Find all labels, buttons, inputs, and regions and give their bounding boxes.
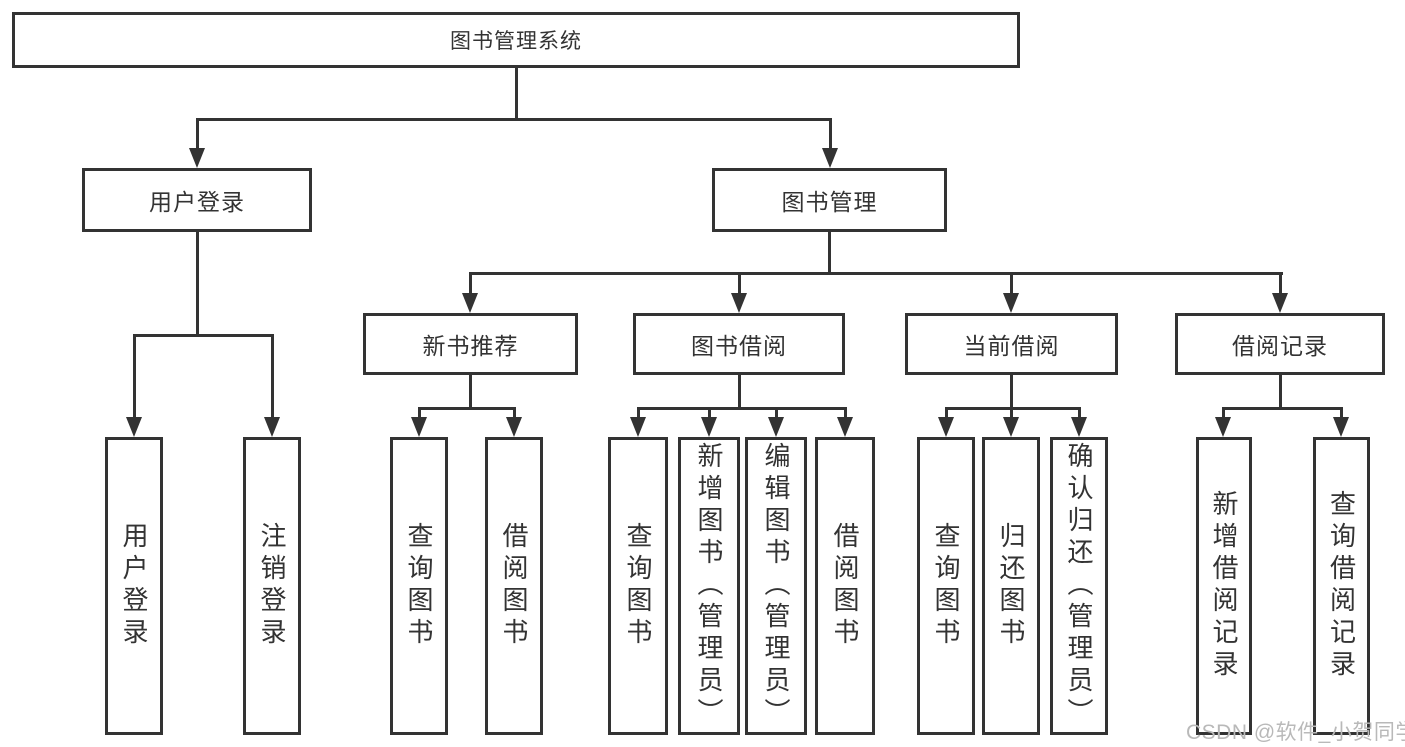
- leaf-rcd-query-borrow-record: 查询借阅记录: [1313, 437, 1370, 735]
- leaf-logout: 注销登录: [243, 437, 301, 735]
- node-book-borrow-label: 图书借阅: [691, 333, 787, 359]
- connector-line: [636, 407, 640, 421]
- arrow-down-icon: [701, 417, 717, 437]
- leaf-bor-query-books-label: 查询图书: [623, 522, 653, 650]
- node-user-login: 用户登录: [82, 168, 312, 232]
- leaf-logout-label: 注销登录: [257, 522, 287, 650]
- leaf-bor-edit-books-admin: 编辑图书（管理员）: [745, 437, 807, 735]
- leaf-user-login: 用户登录: [105, 437, 163, 735]
- arrow-down-icon: [630, 417, 646, 437]
- leaf-bor-borrow-books-label: 借阅图书: [830, 522, 860, 650]
- arrow-down-icon: [462, 293, 478, 313]
- connector-line: [270, 334, 274, 420]
- leaf-bor-add-books-admin: 新增图书（管理员）: [678, 437, 740, 735]
- arrow-down-icon: [1071, 417, 1087, 437]
- connector-line: [843, 407, 847, 421]
- connector-line: [132, 334, 274, 337]
- node-root-label: 图书管理系统: [450, 30, 582, 53]
- arrow-down-icon: [938, 417, 954, 437]
- connector-line: [1278, 375, 1282, 410]
- node-book-manage-label: 图书管理: [781, 189, 878, 215]
- connector-line: [737, 375, 741, 410]
- leaf-rec-borrow-books: 借阅图书: [485, 437, 543, 735]
- node-new-book-rec: 新书推荐: [363, 313, 578, 375]
- arrow-down-icon: [837, 417, 853, 437]
- node-new-book-rec-label: 新书推荐: [422, 333, 519, 359]
- connector-line: [828, 118, 832, 152]
- node-borrow-record-label: 借阅记录: [1232, 333, 1328, 359]
- connector-line: [944, 407, 1081, 410]
- leaf-bor-edit-books-admin-label: 编辑图书（管理员）: [761, 442, 791, 730]
- leaf-bor-add-books-admin-label: 新增图书（管理员）: [694, 442, 724, 730]
- connector-line: [417, 407, 516, 410]
- arrow-down-icon: [506, 417, 522, 437]
- arrow-down-icon: [126, 417, 142, 437]
- leaf-cur-confirm-return-admin-label: 确认归还（管理员）: [1064, 442, 1094, 730]
- connector-line: [944, 407, 948, 421]
- arrow-down-icon: [731, 293, 747, 313]
- connector-line: [132, 334, 136, 420]
- leaf-rcd-add-borrow-record-label: 新增借阅记录: [1209, 490, 1239, 682]
- connector-line: [1278, 272, 1282, 298]
- arrow-down-icon: [1272, 293, 1288, 313]
- arrow-down-icon: [822, 148, 838, 168]
- connector-line: [827, 232, 831, 275]
- connector-line: [514, 68, 518, 121]
- node-user-login-label: 用户登录: [149, 189, 245, 215]
- connector-line: [468, 272, 472, 298]
- arrow-down-icon: [411, 417, 427, 437]
- arrow-down-icon: [189, 148, 205, 168]
- leaf-cur-return-books-label: 归还图书: [996, 522, 1026, 650]
- leaf-rcd-add-borrow-record: 新增借阅记录: [1196, 437, 1252, 735]
- connector-line: [707, 407, 711, 421]
- leaf-rec-query-books: 查询图书: [390, 437, 448, 735]
- connector-line: [1009, 375, 1013, 410]
- node-book-borrow: 图书借阅: [633, 313, 845, 375]
- connector-line: [1009, 407, 1013, 421]
- node-root: 图书管理系统: [12, 12, 1020, 68]
- leaf-cur-confirm-return-admin: 确认归还（管理员）: [1050, 437, 1108, 735]
- leaf-user-login-label: 用户登录: [119, 522, 149, 650]
- arrow-down-icon: [264, 417, 280, 437]
- connector-line: [195, 118, 832, 121]
- leaf-cur-query-books-label: 查询图书: [931, 522, 961, 650]
- connector-line: [737, 272, 741, 298]
- connector-line: [195, 232, 199, 337]
- arrow-down-icon: [1215, 417, 1231, 437]
- leaf-bor-query-books: 查询图书: [608, 437, 668, 735]
- arrow-down-icon: [1333, 417, 1349, 437]
- arrow-down-icon: [768, 417, 784, 437]
- connector-line: [417, 407, 421, 421]
- leaf-rec-borrow-books-label: 借阅图书: [499, 522, 529, 650]
- leaf-bor-borrow-books: 借阅图书: [815, 437, 875, 735]
- csdn-watermark: CSDN @软件_小贺同学: [1186, 721, 1405, 744]
- connector-line: [636, 407, 847, 410]
- connector-line: [468, 375, 472, 410]
- connector-line: [1009, 272, 1013, 298]
- node-current-borrow-label: 当前借阅: [963, 333, 1060, 359]
- leaf-cur-query-books: 查询图书: [917, 437, 975, 735]
- connector-line: [1339, 407, 1343, 421]
- arrow-down-icon: [1003, 293, 1019, 313]
- connector-line: [195, 118, 199, 152]
- leaf-rcd-query-borrow-record-label: 查询借阅记录: [1326, 490, 1357, 682]
- connector-line: [468, 272, 1283, 275]
- connector-line: [1077, 407, 1081, 421]
- connector-line: [1221, 407, 1343, 410]
- node-current-borrow: 当前借阅: [905, 313, 1118, 375]
- connector-line: [512, 407, 516, 421]
- connector-line: [774, 407, 778, 421]
- leaf-rec-query-books-label: 查询图书: [404, 522, 434, 650]
- node-book-manage: 图书管理: [712, 168, 947, 232]
- arrow-down-icon: [1003, 417, 1019, 437]
- connector-line: [1221, 407, 1225, 421]
- leaf-cur-return-books: 归还图书: [982, 437, 1040, 735]
- node-borrow-record: 借阅记录: [1175, 313, 1385, 375]
